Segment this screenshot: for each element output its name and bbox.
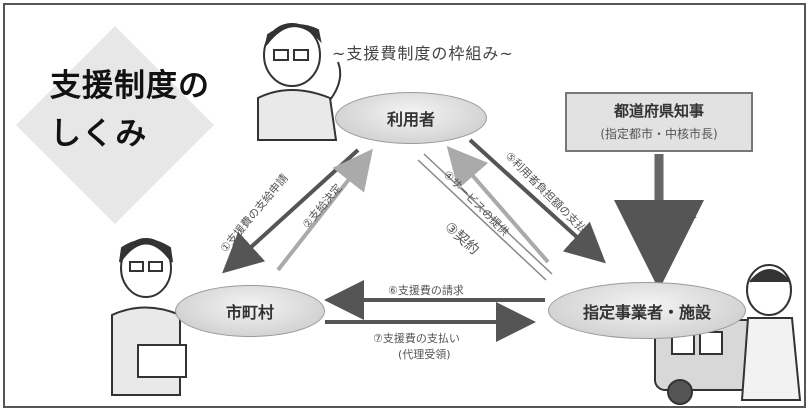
van-and-person-illustration [654,264,802,405]
governor-line-1: 都道府県知事 [613,102,704,120]
municipality-person-illustration [111,238,187,396]
title-line-1: 支援制度の [50,68,210,104]
provider-node: 指定事業者・施設 [548,282,746,339]
municipality-node: 市町村 [175,285,325,337]
governor-box: 都道府県知事 (指定都市・中核市長) [565,92,753,152]
diagram-subtitle: ~支援費制度の枠組み~ [332,44,514,63]
proxy-label: (代理受領) [398,348,451,361]
user-person-illustration [257,23,342,141]
user-node: 利用者 [335,92,487,144]
title-line-2: しくみ [50,116,148,152]
payment-label: ⑦支援費の支払い [373,332,460,345]
governor-line-2: (指定都市・中核市長) [600,127,718,141]
diagram-title: 支援制度の しくみ [50,62,210,158]
user-node-label: 利用者 [386,110,435,129]
municipality-node-label: 市町村 [225,303,274,322]
provider-node-label: 指定事業者・施設 [582,302,711,322]
claim-label: ⑥支援費の請求 [388,284,464,297]
designation-label: 指定 [675,207,697,220]
